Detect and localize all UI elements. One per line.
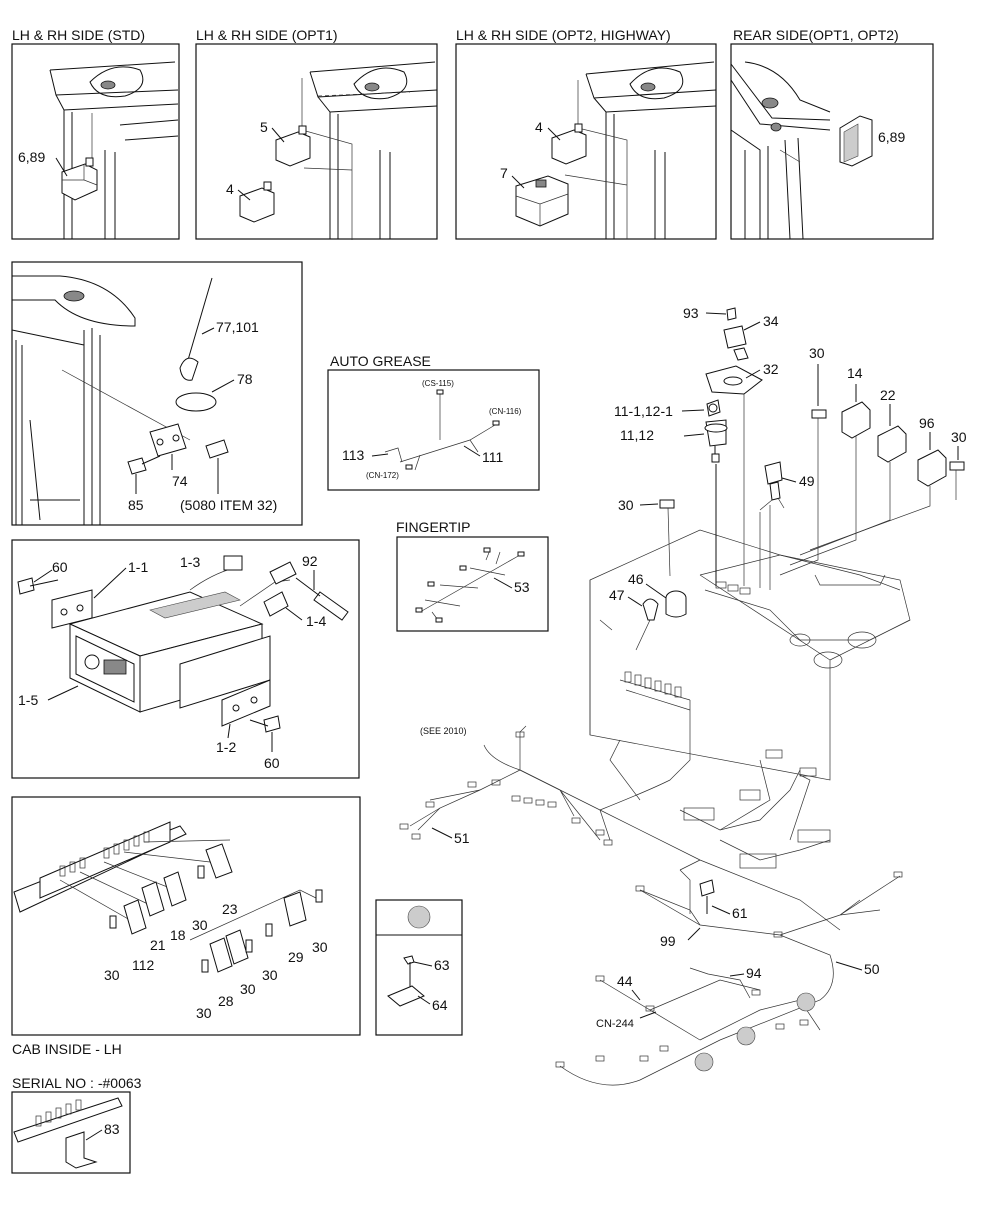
label-4-opt2: 4	[535, 119, 543, 135]
label-112: 112	[132, 957, 155, 973]
label-30-c: 30	[312, 939, 328, 955]
label-see-2010: (SEE 2010)	[420, 726, 467, 736]
fingertip-title: FINGERTIP	[396, 519, 470, 535]
panel-cab-inside: 23 30 18 21 30 112 29 30 30 28 30 30 CAB…	[11, 796, 361, 1057]
label-77-101: 77,101	[216, 319, 259, 335]
label-113: 113	[342, 447, 365, 463]
label-11-12: 11,12	[620, 427, 654, 443]
panel-antenna: 77,101 78 74 85 (5080 ITEM 32)	[11, 261, 303, 526]
label-92: 92	[302, 553, 318, 569]
panel-title-opt1: LH & RH SIDE (OPT1)	[196, 27, 338, 43]
label-50: 50	[864, 961, 880, 977]
label-28: 28	[218, 993, 234, 1009]
label-cn-244: CN-244	[596, 1018, 634, 1030]
label-1-3: 1-3	[180, 554, 200, 570]
label-7: 7	[500, 165, 508, 181]
label-23: 23	[222, 901, 238, 917]
label-60-bottom: 60	[264, 755, 280, 771]
label-6-89-rear: 6,89	[878, 129, 905, 145]
label-111: 111	[482, 449, 503, 465]
panel-radio: 60 1-1 1-3 92 1-4 1-5 1-2 60	[11, 539, 360, 779]
label-46: 46	[628, 571, 644, 587]
panel-serial: SERIAL NO : -#0063 83	[11, 1075, 142, 1174]
label-53: 53	[514, 579, 530, 595]
label-30-f: 30	[196, 1005, 212, 1021]
autogrease-title: AUTO GREASE	[330, 353, 431, 369]
cab-inside-title: CAB INSIDE - LH	[12, 1041, 122, 1057]
label-30-e: 30	[240, 981, 256, 997]
label-51: 51	[454, 830, 470, 846]
label-1-5: 1-5	[18, 692, 38, 708]
label-5: 5	[260, 119, 268, 135]
label-30-b: 30	[104, 967, 120, 983]
label-49: 49	[799, 473, 815, 489]
panel-bolt: 63 64	[375, 899, 463, 1036]
label-18: 18	[170, 927, 186, 943]
label-cn-172: (CN-172)	[366, 471, 399, 480]
panel-rear: 6,89	[730, 43, 934, 240]
label-1-4: 1-4	[306, 613, 326, 629]
label-63: 63	[434, 957, 450, 973]
label-83: 83	[104, 1121, 120, 1137]
label-6-89: 6,89	[18, 149, 45, 165]
serial-title: SERIAL NO : -#0063	[12, 1075, 142, 1091]
label-74: 74	[172, 473, 188, 489]
label-96: 96	[919, 415, 935, 431]
label-5080-item-32: (5080 ITEM 32)	[180, 497, 277, 513]
label-94: 94	[746, 965, 762, 981]
panel-autogrease: AUTO GREASE (CS-115) (CN-116) 113 (CN-17…	[327, 353, 540, 491]
label-11-1-12-1: 11-1,12-1	[614, 403, 673, 419]
label-29: 29	[288, 949, 304, 965]
label-cn-116: (CN-116)	[489, 407, 522, 416]
panel-title-opt2: LH & RH SIDE (OPT2, HIGHWAY)	[456, 27, 671, 43]
label-34: 34	[763, 313, 779, 329]
panel-title-rear: REAR SIDE(OPT1, OPT2)	[733, 27, 899, 43]
label-64: 64	[432, 997, 448, 1013]
label-85: 85	[128, 497, 144, 513]
label-22: 22	[880, 387, 896, 403]
panel-opt1: 5 4	[195, 43, 438, 240]
label-21: 21	[150, 937, 166, 953]
label-30-a: 30	[192, 917, 208, 933]
main-assembly: 93 34 32 30 14 22 96 30 11-1,12-1 11,12	[399, 305, 967, 1086]
label-cs-115: (CS-115)	[422, 379, 454, 388]
panel-opt2: 4 7	[455, 43, 717, 240]
label-14: 14	[847, 365, 863, 381]
label-30-d: 30	[262, 967, 278, 983]
panel-std: 6,89	[11, 43, 180, 240]
label-4-opt1: 4	[226, 181, 234, 197]
label-30-right: 30	[951, 429, 967, 445]
label-47: 47	[609, 587, 625, 603]
panel-fingertip: FINGERTIP 53	[396, 519, 549, 632]
label-30-top: 30	[809, 345, 825, 361]
label-1-1: 1-1	[128, 559, 148, 575]
label-61: 61	[732, 905, 748, 921]
panel-title-std: LH & RH SIDE (STD)	[12, 27, 145, 43]
label-78: 78	[237, 371, 253, 387]
label-1-2: 1-2	[216, 739, 236, 755]
label-99: 99	[660, 933, 676, 949]
label-32: 32	[763, 361, 779, 377]
label-44: 44	[617, 973, 633, 989]
label-60-top: 60	[52, 559, 68, 575]
label-30-mid: 30	[618, 497, 634, 513]
label-93: 93	[683, 305, 699, 321]
